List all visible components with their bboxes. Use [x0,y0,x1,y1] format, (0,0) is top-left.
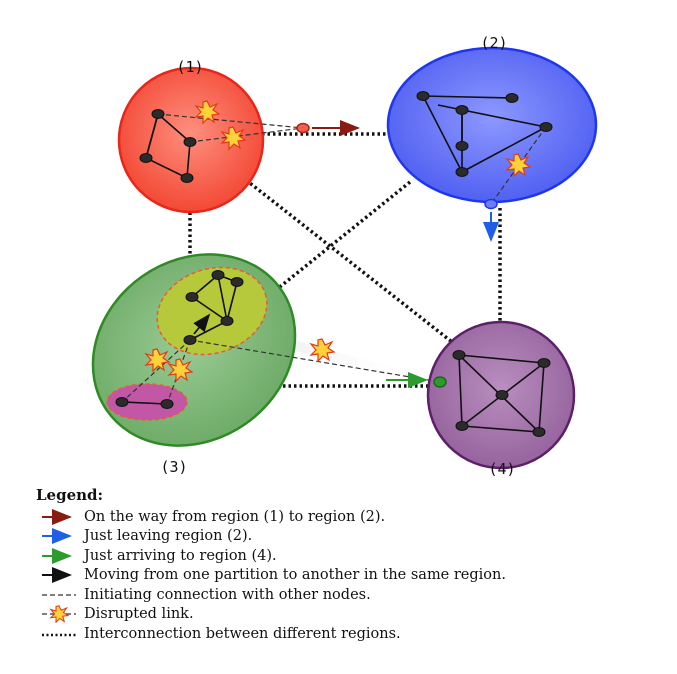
legend-item-label: Interconnection between different region… [84,625,401,642]
region-4-label: (4) [488,460,515,478]
legend-item: Initiating connection with other nodes. [36,585,656,605]
region-1-label: (1) [176,58,203,76]
legend-item: Disrupted link. [36,605,656,625]
partition-magenta [106,383,188,421]
region-3: (3) [91,253,441,476]
moving-node-green [433,376,447,388]
moving-node-red [296,122,310,134]
legend-item-label: On the way from region (1) to region (2)… [84,508,386,525]
green-arrow-icon [42,547,72,564]
red-arrow-icon [42,508,72,525]
region-2: (2) [386,34,598,242]
link-2-3 [274,180,412,292]
disrupted-link-icon [42,605,76,624]
legend-item-label: Just arriving to region (4). [84,547,277,564]
black-arrow-icon [42,567,72,584]
blue-arrow-icon [42,528,72,545]
legend-item: Just leaving region (2). [36,527,656,547]
legend-item: Interconnection between different region… [36,624,656,644]
legend-item: Just arriving to region (4). [36,546,656,566]
legend-item: Moving from one partition to another in … [36,566,656,586]
legend-item: On the way from region (1) to region (2)… [36,507,656,527]
dashed-line-icon [42,594,76,596]
legend-title: Legend: [36,486,104,504]
legend-item-label: Disrupted link. [84,606,194,623]
legend-item-label: Initiating connection with other nodes. [84,586,371,603]
network-diagram: (1) (2) [91,34,598,478]
dotted-line-icon [42,633,76,636]
region-4: (4) [386,320,576,478]
legend: Legend: On the way from region (1) to re… [36,486,656,644]
moving-node-blue [484,198,498,210]
black-arrow [193,313,211,335]
legend-item-label: Moving from one partition to another in … [84,567,506,584]
region-3-label: (3) [160,458,187,476]
region-1: (1) [117,58,360,214]
region-2-circle [386,46,598,204]
legend-item-label: Just leaving region (2). [84,528,253,545]
region-2-label: (2) [480,34,507,52]
